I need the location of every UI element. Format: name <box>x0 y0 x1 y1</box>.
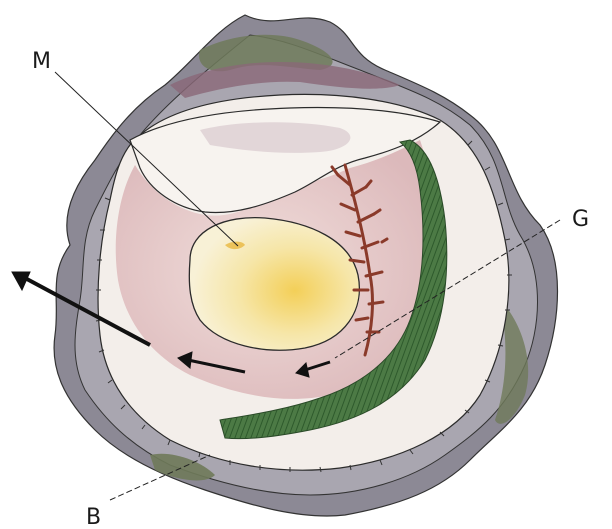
label-b: B <box>86 505 101 529</box>
label-g: G <box>572 207 589 232</box>
label-m: M <box>32 49 51 74</box>
